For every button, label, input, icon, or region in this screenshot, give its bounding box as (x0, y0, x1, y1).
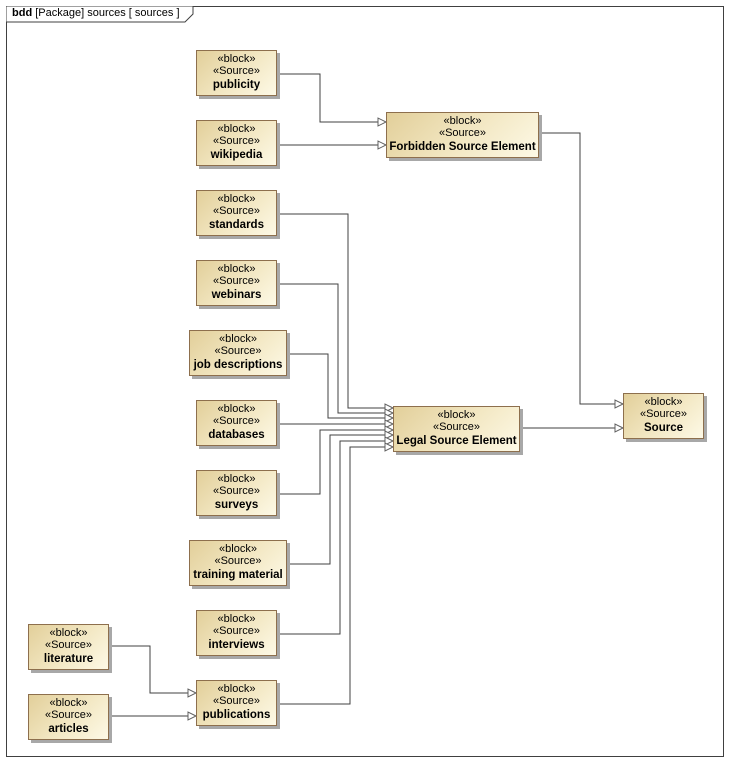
generalization-standards-to-legal[interactable] (277, 213, 395, 413)
source-stereotype: «Source» (639, 408, 688, 420)
generalization-arrowhead-icon (384, 436, 395, 446)
block-stereotype: «block» (49, 627, 88, 639)
connector-line[interactable] (109, 645, 188, 694)
source-stereotype: «Source» (44, 639, 93, 651)
block-training[interactable]: «block»«Source» training material (189, 540, 287, 586)
connector-line[interactable] (277, 73, 378, 123)
generalization-arrowhead-icon (187, 711, 198, 721)
block-stereotype: «block» (437, 409, 476, 421)
block-stereotype: «block» (217, 403, 256, 415)
diagram-frame (6, 6, 724, 757)
block-name: publications (202, 709, 271, 721)
generalization-webinars-to-legal[interactable] (277, 283, 395, 418)
block-stereotype: «block» (217, 263, 256, 275)
block-stereotype: «block» (217, 193, 256, 205)
source-stereotype: «Source» (212, 205, 261, 217)
source-stereotype: «Source» (432, 421, 481, 433)
connector-line[interactable] (277, 446, 385, 705)
source-stereotype: «Source» (212, 135, 261, 147)
source-stereotype: «Source» (212, 65, 261, 77)
diagram-title: bdd [Package] sources [ sources ] (12, 7, 180, 19)
block-literature[interactable]: «block»«Source» literature (28, 624, 109, 670)
block-stereotype: «block» (644, 396, 683, 408)
source-stereotype: «Source» (214, 555, 262, 567)
block-name: databases (208, 429, 265, 441)
block-interviews[interactable]: «block»«Source» interviews (196, 610, 277, 656)
connector-line[interactable] (287, 434, 385, 565)
block-stereotype: «block» (443, 115, 482, 127)
block-name: training material (193, 569, 283, 581)
block-publications[interactable]: «block»«Source» publications (196, 680, 277, 726)
generalization-arrowhead-icon (377, 140, 388, 150)
block-stereotype: «block» (217, 473, 256, 485)
generalization-arrowhead-icon (614, 423, 625, 433)
block-stereotype: «block» (217, 123, 256, 135)
connector-line[interactable] (277, 283, 385, 414)
source-stereotype: «Source» (212, 485, 261, 497)
block-jobdesc[interactable]: «block»«Source» job descriptions (189, 330, 287, 376)
generalization-arrowhead-icon (384, 419, 395, 429)
source-stereotype: «Source» (212, 695, 261, 707)
generalization-arrowhead-icon (384, 442, 395, 452)
block-name: webinars (211, 289, 262, 301)
source-stereotype: «Source» (44, 709, 93, 721)
source-stereotype: «Source» (438, 127, 487, 139)
block-name: literature (43, 653, 94, 665)
block-forbidden[interactable]: «block»«Source» Forbidden Source Element (386, 112, 539, 158)
block-name: Source (644, 422, 683, 434)
generalization-publications-to-legal[interactable] (277, 442, 395, 705)
block-wikipedia[interactable]: «block»«Source» wikipedia (196, 120, 277, 166)
generalization-interviews-to-legal[interactable] (277, 436, 395, 635)
generalization-arrowhead-icon (384, 413, 395, 423)
generalization-arrowhead-icon (614, 399, 625, 409)
block-source[interactable]: «block»«Source» Source (623, 393, 704, 439)
block-name: interviews (208, 639, 265, 651)
diagram-kind: bdd (12, 7, 33, 19)
connector-line[interactable] (277, 213, 385, 409)
block-databases[interactable]: «block»«Source» databases (196, 400, 277, 446)
block-stereotype: «block» (217, 683, 256, 695)
generalization-wikipedia-to-forbidden[interactable] (277, 140, 388, 150)
connector-line[interactable] (277, 440, 385, 635)
generalization-training-to-legal[interactable] (287, 430, 395, 565)
generalization-forbidden-to-source[interactable] (539, 132, 625, 409)
generalization-databases-to-legal[interactable] (277, 419, 395, 429)
source-stereotype: «Source» (212, 415, 261, 427)
connector-line[interactable] (539, 132, 615, 405)
generalization-jobdesc-to-legal[interactable] (287, 353, 395, 423)
generalization-publicity-to-forbidden[interactable] (277, 73, 388, 127)
block-stereotype: «block» (217, 613, 256, 625)
source-stereotype: «Source» (212, 625, 261, 637)
block-name: job descriptions (193, 359, 283, 371)
block-publicity[interactable]: «block»«Source» publicity (196, 50, 277, 96)
block-articles[interactable]: «block»«Source» articles (28, 694, 109, 740)
block-name: articles (48, 723, 89, 735)
generalization-legal-to-source[interactable] (520, 423, 625, 433)
block-name: surveys (214, 499, 259, 511)
generalization-literature-to-publications[interactable] (109, 645, 198, 698)
generalization-arrowhead-icon (377, 117, 388, 127)
block-stereotype: «block» (49, 697, 88, 709)
block-name: standards (209, 219, 264, 231)
block-webinars[interactable]: «block»«Source» webinars (196, 260, 277, 306)
block-standards[interactable]: «block»«Source» standards (196, 190, 277, 236)
block-name: wikipedia (210, 149, 263, 161)
block-stereotype: «block» (219, 543, 257, 555)
source-stereotype: «Source» (214, 345, 262, 357)
connector-line[interactable] (287, 353, 385, 419)
source-stereotype: «Source» (212, 275, 261, 287)
block-name: Legal Source Element (396, 435, 517, 447)
generalization-arrowhead-icon (187, 688, 198, 698)
connector-line[interactable] (277, 429, 385, 495)
block-name: publicity (212, 79, 261, 91)
block-stereotype: «block» (219, 333, 257, 345)
generalization-articles-to-publications[interactable] (109, 711, 198, 721)
block-stereotype: «block» (217, 53, 256, 65)
diagram-title-text: [Package] sources [ sources ] (35, 7, 180, 19)
block-name: Forbidden Source Element (389, 141, 536, 153)
generalization-arrowhead-icon (384, 430, 395, 440)
generalization-surveys-to-legal[interactable] (277, 425, 395, 495)
block-surveys[interactable]: «block»«Source» surveys (196, 470, 277, 516)
block-legal[interactable]: «block»«Source» Legal Source Element (393, 406, 520, 452)
